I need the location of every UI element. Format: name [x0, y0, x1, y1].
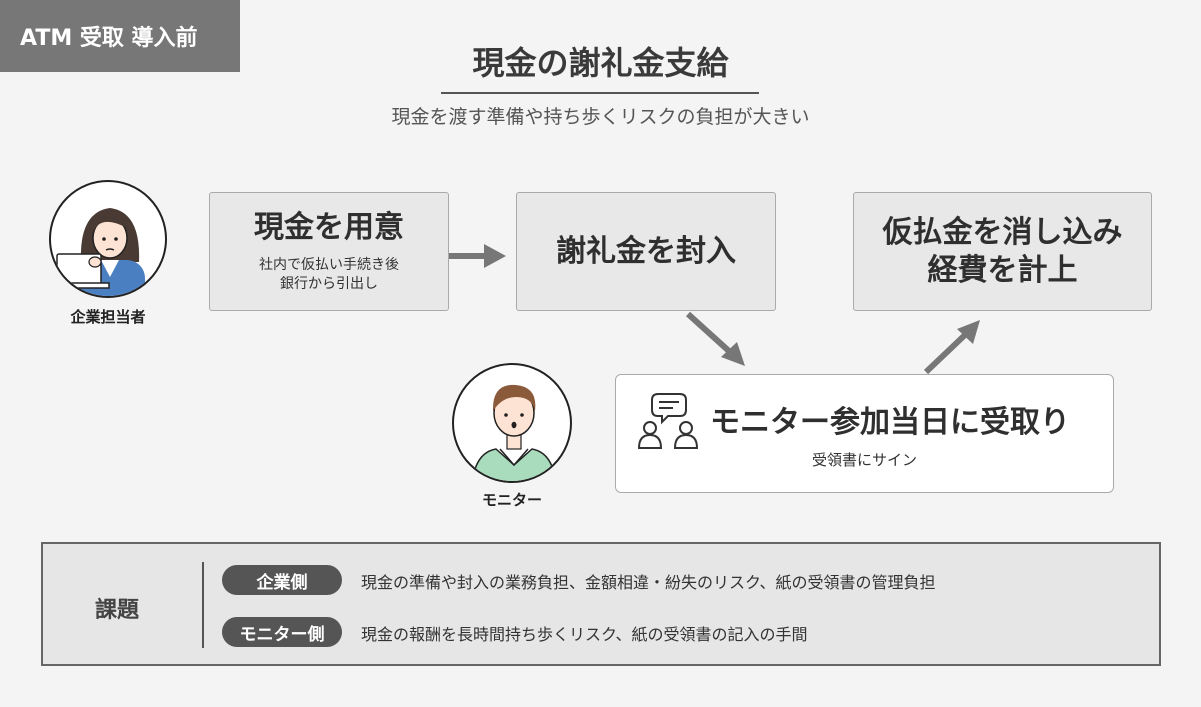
- step-prepare-title: 現金を用意: [254, 209, 404, 245]
- step-receive-title: モニター参加当日に受取り: [710, 405, 1070, 440]
- arrow-prepare-to-seal: [449, 244, 506, 268]
- issues-divider: [202, 562, 204, 648]
- step-prepare-note: 社内で仮払い手続き後 銀行から引出し: [259, 256, 399, 294]
- step-prepare-note-line: 銀行から引出し: [280, 276, 378, 293]
- step-settle-title-line: 仮払金を消し込み: [882, 215, 1123, 250]
- page-subtitle: 現金を渡す準備や持ち歩くリスクの負担が大きい: [391, 106, 810, 128]
- issues-panel: 課題 企業側 現金の準備や封入の業務負担、金額相違・紛失のリスク、紙の受領書の管…: [41, 542, 1161, 666]
- step-receive-cash: モニター参加当日に受取り 受領書にサイン: [615, 374, 1114, 493]
- title-underline: [441, 92, 759, 94]
- monitor-avatar-icon: [452, 363, 572, 483]
- issue-label-monitor: モニター側: [222, 617, 342, 647]
- step-prepare-note-line: 社内で仮払い手続き後: [259, 257, 399, 274]
- page-title: 現金の謝礼金支給: [472, 44, 729, 82]
- step-prepare-cash: 現金を用意 社内で仮払い手続き後 銀行から引出し: [209, 192, 449, 311]
- issues-heading: 課題: [95, 598, 140, 623]
- issue-label-company: 企業側: [222, 565, 342, 595]
- step-settle-title-line: 経費を計上: [927, 252, 1078, 288]
- chat-people-icon: [637, 393, 699, 449]
- role-label-monitor: モニター: [481, 491, 542, 509]
- arrow-seal-to-receive: [685, 311, 745, 366]
- issue-text-monitor: 現金の報酬を長時間持ち歩くリスク、紙の受領書の記入の手間: [361, 625, 808, 644]
- arrow-receive-to-settle: [923, 320, 980, 375]
- step-settle-expense: 仮払金を消し込み 経費を計上: [853, 192, 1152, 311]
- role-label-staff: 企業担当者: [70, 308, 146, 326]
- step-seal-title: 謝礼金を封入: [556, 233, 736, 269]
- staff-avatar-icon: [49, 180, 167, 298]
- step-seal-envelope: 謝礼金を封入: [516, 192, 776, 311]
- step-receive-note: 受領書にサイン: [811, 451, 917, 469]
- issue-text-company: 現金の準備や封入の業務負担、金額相違・紛失のリスク、紙の受領書の管理負担: [361, 573, 936, 592]
- step-settle-title: 仮払金を消し込み 経費を計上: [883, 214, 1123, 289]
- page-tag: ATM 受取 導入前: [0, 0, 240, 72]
